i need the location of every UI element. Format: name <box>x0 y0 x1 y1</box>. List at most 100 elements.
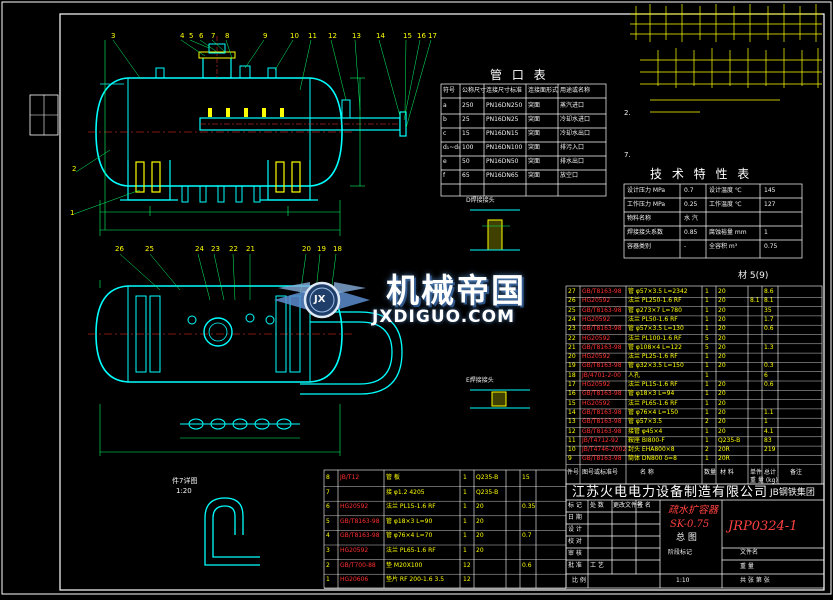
parts-cell: JB/4701-2-00 <box>582 371 621 379</box>
part-label-5: 5 <box>189 32 194 40</box>
parts-cell: 15 <box>568 399 576 407</box>
parts-cell: 法兰 PL250-1.6 RF <box>628 297 682 305</box>
parts-cell: GB/T8163-98 <box>582 418 622 426</box>
parts-cell: HG20592 <box>582 334 611 342</box>
parts-cell: 封头 EHA800×8 <box>628 446 675 454</box>
stage-label: 阶段标记 <box>668 549 693 556</box>
nozzle-header-cell: 公称尺寸 <box>462 87 487 94</box>
parts-cell: 8.1 <box>764 297 774 305</box>
parts-weight-note: 重 量 (kg) <box>750 477 778 484</box>
parts-cell: 20 <box>718 297 726 305</box>
watermark-title: 机械帝国 <box>386 271 526 310</box>
parts-footer-cell: 图号或标准号 <box>582 469 619 476</box>
nozzle-cell: 50 <box>462 158 470 165</box>
sign-cell: 签 名 <box>637 502 651 509</box>
sheet-label: 共 张 第 张 <box>740 577 770 584</box>
lower-parts-cell: 管 板 <box>386 474 400 481</box>
company-name: 江苏火电电力设备制造有限公司 <box>572 485 769 500</box>
manhole-circle <box>203 317 233 347</box>
parts-cell: GB/T8163-98 <box>582 362 622 370</box>
detail-7-hook <box>204 497 260 566</box>
company-suffix: JB钢铁集团 <box>770 488 815 498</box>
parts-cell: 管 φ108×4 L=122 <box>628 343 682 351</box>
sign-cell: 设 计 <box>568 526 582 533</box>
nozzle-cell: 蒸汽进口 <box>560 102 585 109</box>
parts-cell: Q235-B <box>718 436 741 444</box>
nozzle-cell: 突面 <box>528 116 541 123</box>
lower-parts-cell: 3 <box>326 547 330 554</box>
parts-cell: 20 <box>718 288 726 295</box>
nozzle-cell: 排水出口 <box>560 158 585 165</box>
lower-parts-cell: 管 φ76×4 L=70 <box>386 532 433 540</box>
top-right-notes-hatch <box>630 4 822 113</box>
lower-parts-cell: 1 <box>463 503 467 511</box>
parts-cell: 20 <box>718 408 726 416</box>
part-label-8: 8 <box>225 32 230 40</box>
nozzle-cell: 15 <box>462 130 470 137</box>
lower-parts-cell: 接 φ1.2 4205 <box>386 488 425 496</box>
lower-parts-cell: Q235-B <box>476 488 499 496</box>
parts-cell: 筒体 DN800 δ=8 <box>628 455 677 463</box>
lower-parts-cell: 12 <box>463 576 471 584</box>
parts-cell: 8.6 <box>764 288 774 295</box>
part-label-11: 11 <box>308 32 317 40</box>
lower-parts-cell: 15 <box>522 474 530 481</box>
outlet-flange <box>399 111 407 137</box>
lower-parts-cell: HG20592 <box>340 503 369 511</box>
nozzle-cell: 突面 <box>528 172 541 179</box>
watermark-logo-text: JX <box>314 294 326 305</box>
part-label-20: 20 <box>302 245 311 253</box>
nozzle-header-cell: 连接尺寸标准 <box>486 87 523 94</box>
parts-cell: 22 <box>568 334 576 342</box>
detail-d-label: D焊接接头 <box>466 197 495 204</box>
tank-front-view <box>73 36 432 236</box>
lower-parts-table-grid <box>323 469 567 589</box>
saddle-right <box>260 160 318 201</box>
detail-e-label: E焊接接头 <box>466 377 494 384</box>
nozzle-cell: 250 <box>462 102 474 109</box>
parts-cell: 人孔 <box>628 371 641 379</box>
parts-cell: 1 <box>705 455 709 463</box>
nozzle-cell: PN16DN15 <box>486 130 519 137</box>
lower-parts-cell: 12 <box>463 561 471 569</box>
parts-footer-cell: 件号 <box>567 469 580 476</box>
parts-cell: 1 <box>705 371 709 379</box>
parts-cell: 1 <box>705 408 709 416</box>
parts-cell: 管 φ32×3.5 L=150 <box>628 362 684 370</box>
parts-cell: 鞍座 BI800-F <box>628 436 665 444</box>
parts-cell: JB/T4712-92 <box>582 436 619 444</box>
sign-cell: 标 记 <box>568 502 582 509</box>
parts-cell: 1 <box>705 427 709 435</box>
u-bend-pipe <box>300 311 403 395</box>
parts-cell: 管 φ57×3.5 <box>628 418 663 426</box>
part-label-17: 17 <box>428 32 437 40</box>
nozzle-cell: 冷却水出口 <box>560 130 591 137</box>
watermark-url: JXDIGUO.COM <box>372 307 516 327</box>
parts-footer-cell: 总计 <box>764 469 777 476</box>
nozzle-cell: 25 <box>462 116 470 123</box>
parts-cell: 13 <box>568 418 576 426</box>
parts-cell: 管 φ57×3.5 L=2342 <box>628 288 688 295</box>
spray-holes <box>208 108 284 117</box>
parts-cell: 26 <box>568 297 576 305</box>
parts-cell: 20R <box>718 455 730 463</box>
parts-cell: 1 <box>705 325 709 333</box>
nozzle-cell: PN16DN65 <box>486 172 519 179</box>
lower-parts-cell: 1 <box>463 547 467 554</box>
tech-cell: 1 <box>764 229 768 236</box>
tech-cell: 设计压力 MPa <box>627 187 666 194</box>
parts-cell: 1 <box>705 390 709 398</box>
part-label-18: 18 <box>333 245 342 253</box>
lower-parts-cell: 6 <box>326 503 330 511</box>
part-label-6: 6 <box>199 32 204 40</box>
title-block-grid <box>565 483 825 589</box>
parts-cell: 35 <box>764 306 772 314</box>
parts-cell: HG20592 <box>582 315 611 323</box>
nozzle-cell: PN16DN250 <box>486 102 523 109</box>
tech-cell: 水 汽 <box>684 215 698 222</box>
lower-parts-cell: 5 <box>326 517 330 525</box>
part-label-9: 9 <box>263 32 268 40</box>
part-label-10: 10 <box>290 32 299 40</box>
parts-cell: 20 <box>718 334 726 342</box>
nozzle-header-cell: 用途或名称 <box>560 87 591 94</box>
